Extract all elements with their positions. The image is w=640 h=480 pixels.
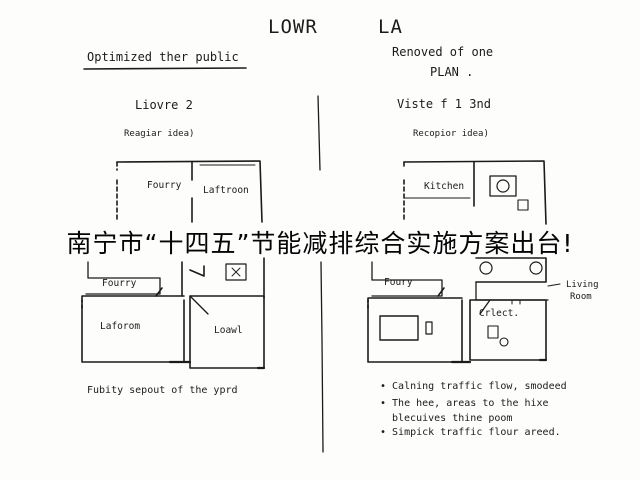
- right-note-2: • The hee, areas to the hixe: [380, 398, 549, 409]
- panel-divider: [317, 95, 324, 453]
- room-label-kitchen: Kitchen: [424, 181, 465, 192]
- room-label-laftroon: Laftroon: [203, 185, 249, 196]
- title-right: LA: [378, 16, 403, 38]
- right-header-line2: PLAN .: [430, 65, 474, 79]
- room-label-fourry-mid: Fourry: [102, 278, 137, 289]
- left-plan-subtitle: Reagiar idea): [124, 129, 195, 139]
- room-label-fourry: Foury: [384, 277, 413, 288]
- headline-banner: 南宁市“十四五”节能减排综合实施方案出台!: [66, 229, 574, 258]
- left-caption: Fubity sepout of the yprd: [87, 385, 238, 396]
- left-floor-plan: [81, 160, 266, 370]
- room-label-crlect: Crlect.: [479, 308, 520, 319]
- left-header: Optimized ther public: [87, 50, 239, 64]
- right-floor-plan: [367, 160, 561, 364]
- room-label-laforom: Laforom: [100, 321, 141, 332]
- right-note-1: • Calning traffic flow, smodeed: [380, 381, 567, 392]
- right-note-4: • Simpick traffic flour areed.: [380, 427, 561, 438]
- right-plan-title: Viste f 1 3nd: [397, 97, 491, 111]
- room-label-living-line2: Room: [570, 292, 592, 302]
- right-plan-subtitle: Recopior idea): [413, 129, 489, 139]
- left-plan-title: Liovre 2: [135, 98, 193, 112]
- left-header-underline: [83, 67, 247, 70]
- room-label-fourry-top: Fourry: [147, 180, 182, 191]
- right-note-3: blecuives thine poom: [392, 413, 513, 424]
- right-header-line1: Renoved of one: [392, 45, 494, 59]
- title-left: LOWR: [268, 16, 318, 38]
- room-label-loawl: Loawl: [214, 325, 243, 336]
- room-label-living-line1: Living: [566, 280, 599, 290]
